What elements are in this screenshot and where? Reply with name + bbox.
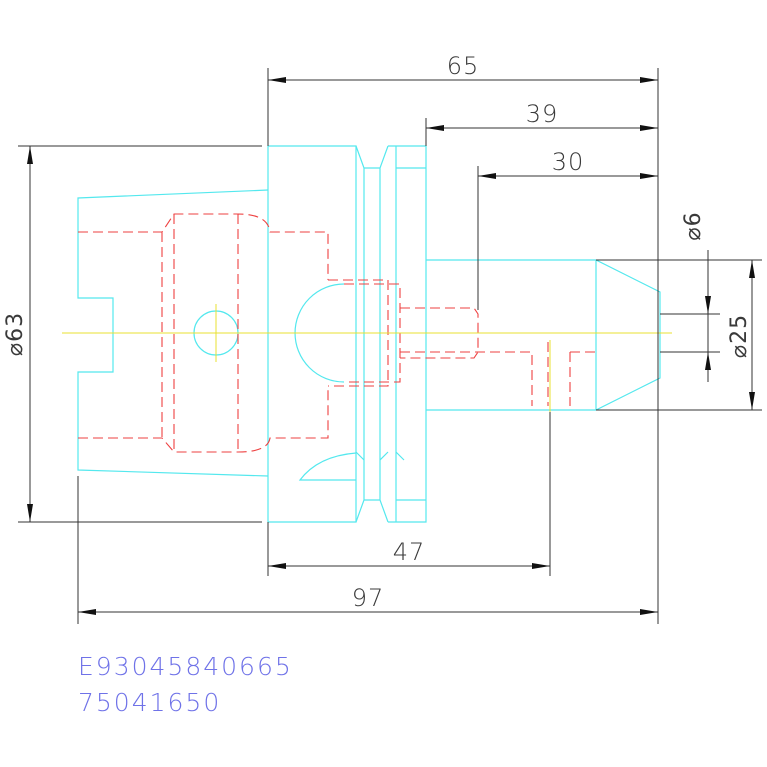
- shank-outline: [77, 189, 269, 477]
- dim-97-label: 97: [352, 584, 385, 612]
- dim-25-label: ⌀25: [727, 314, 752, 358]
- dimension-lines: [18, 68, 762, 624]
- extension-lines: [18, 68, 762, 624]
- bore-hidden: [400, 307, 596, 406]
- shank-bore-hidden: [78, 213, 329, 453]
- dim-65-label: 65: [447, 52, 480, 80]
- part-code-primary: E93045840665: [78, 652, 293, 681]
- dim-63-label: ⌀63: [3, 312, 28, 356]
- dim-39-label: 39: [526, 100, 559, 128]
- part-outline: [77, 145, 661, 523]
- arrowheads: [27, 77, 755, 615]
- nose-outline: [426, 259, 661, 411]
- center-lines: [62, 304, 672, 412]
- dim-30-label: 30: [552, 148, 585, 176]
- groove-detail: [355, 451, 405, 461]
- notch-outline: [298, 452, 357, 481]
- dim-47-label: 47: [393, 538, 426, 566]
- v-groove-outline: [355, 145, 427, 523]
- part-code-secondary: 75041650: [78, 688, 222, 717]
- dim-6-label: ⌀6: [681, 211, 706, 240]
- flange-outline: [267, 145, 357, 523]
- dimension-labels: 65 39 30 47 97 ⌀63 ⌀25 ⌀6: [3, 52, 752, 612]
